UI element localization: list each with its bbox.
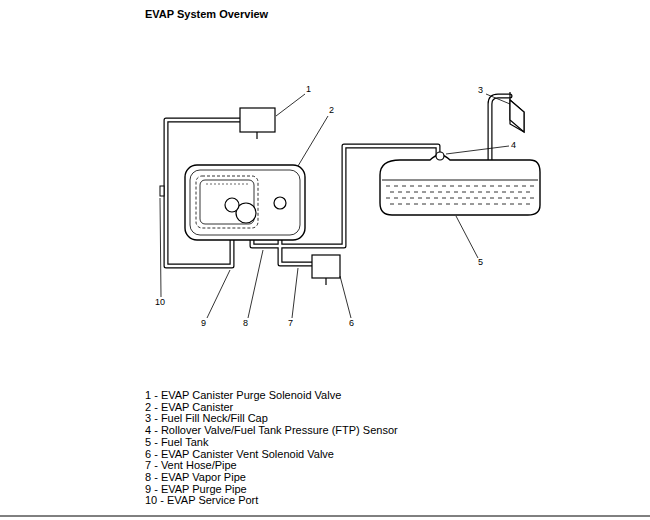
legend-key-line: 10 - EVAP Service Port (145, 494, 258, 506)
callout-number: 10 (155, 298, 165, 308)
legend-key-line: 9 - EVAP Purge Pipe (145, 483, 247, 495)
callout-number: 9 (201, 319, 206, 329)
legend-key-line: 1 - EVAP Canister Purge Solenoid Valve (145, 389, 341, 401)
diagram-title: EVAP System Overview (145, 8, 268, 20)
legend-key-line: 3 - Fuel Fill Neck/Fill Cap (145, 412, 268, 424)
callout-number: 8 (243, 319, 248, 329)
callout-number: 2 (329, 106, 334, 116)
callout-number: 5 (478, 258, 483, 268)
legend-key-line: 8 - EVAP Vapor Pipe (145, 471, 246, 483)
callout-number: 7 (288, 319, 293, 329)
legend-key-line: 4 - Rollover Valve/Fuel Tank Pressure (F… (145, 424, 398, 436)
legend-key-line: 6 - EVAP Canister Vent Solenoid Valve (145, 448, 334, 460)
legend-key-line: 2 - EVAP Canister (145, 401, 233, 413)
legend-key-line: 5 - Fuel Tank (145, 436, 208, 448)
legend-key-line: 7 - Vent Hose/Pipe (145, 459, 237, 471)
callout-number: 1 (306, 85, 311, 95)
callout-number: 4 (511, 141, 516, 151)
callout-number: 6 (349, 319, 354, 329)
callout-number: 3 (478, 86, 483, 96)
